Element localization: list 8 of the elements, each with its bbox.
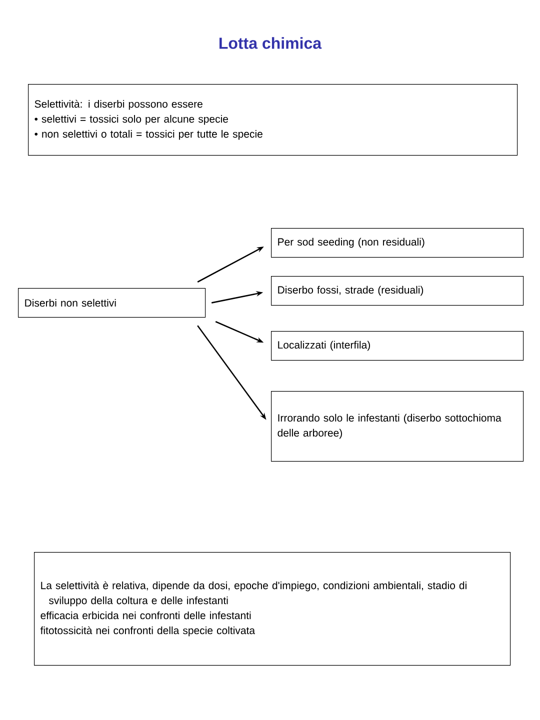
target-box: Diserbo fossi, strade (residuali) <box>271 276 524 306</box>
target-box: Per sod seeding (non residuali) <box>271 228 524 258</box>
title: Lotta chimica <box>220 37 322 49</box>
note-box: La selettività è relativa, dipende da dosi, epoche d'impiego, condizioni ambientali, stadio di sviluppo della coltura e delle infestanti efficacia erbicida nei confronti delle infestanti fitotossicità nei confronti della specie coltivata <box>34 552 511 666</box>
source-box: Diserbi non selettivi <box>18 288 206 318</box>
text-box: Selettività: i diserbi possono essere • selettivi = tossici solo per alcune specie • non selettivi o totali = tossici per tutte le specie <box>28 84 518 156</box>
target-box: Irrorando solo le infestanti (diserbo sottochioma delle arboree) <box>271 391 524 462</box>
target-box: Localizzati (interfila) <box>271 331 524 361</box>
